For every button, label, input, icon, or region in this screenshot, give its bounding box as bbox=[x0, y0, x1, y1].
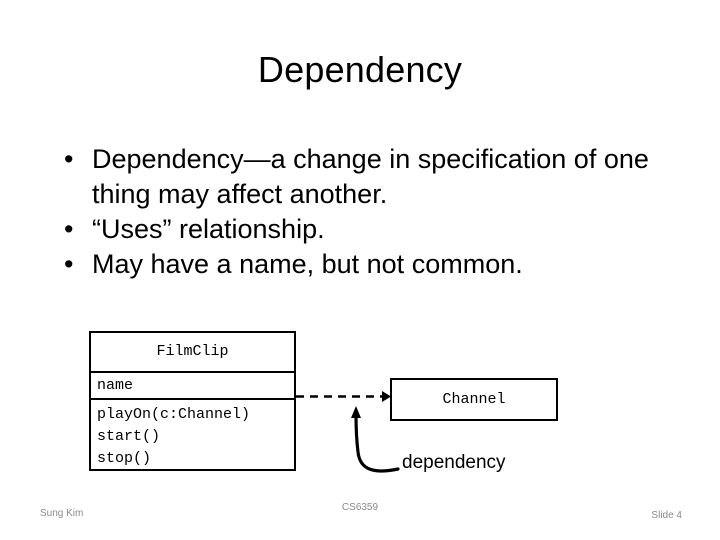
bullet-marker-icon: • bbox=[64, 144, 74, 174]
footer-author: Sung Kim bbox=[40, 508, 84, 519]
uml-operations-compartment: playOn(c:Channel) start() stop() bbox=[91, 400, 294, 470]
footer-course: CS6359 bbox=[341, 502, 379, 513]
page-title: Dependency bbox=[257, 49, 463, 90]
bullet-marker-icon: • bbox=[64, 214, 74, 244]
list-item: • May have a name, but not common. bbox=[52, 247, 672, 282]
list-item: • “Uses” relationship. bbox=[52, 212, 672, 247]
uml-operation: start() bbox=[97, 428, 161, 445]
callout-arrowhead-icon bbox=[351, 406, 361, 418]
bullet-marker-icon: • bbox=[64, 249, 74, 279]
uml-class-name: FilmClip bbox=[156, 343, 229, 360]
uml-operation: playOn(c:Channel) bbox=[97, 406, 251, 423]
bullet-list: • Dependency—a change in specification o… bbox=[52, 142, 672, 282]
uml-operation: stop() bbox=[97, 450, 152, 467]
footer-slide-number: Slide 4 bbox=[651, 510, 682, 521]
uml-class-name-compartment: FilmClip bbox=[91, 333, 294, 373]
uml-attributes-compartment: name bbox=[91, 373, 294, 400]
uml-attribute: name bbox=[97, 376, 134, 394]
uml-class-channel: Channel bbox=[390, 378, 558, 421]
uml-class-name: Channel bbox=[442, 391, 506, 408]
dependency-annotation-label: dependency bbox=[402, 452, 506, 473]
list-item-text: May have a name, but not common. bbox=[92, 249, 523, 279]
list-item-text: Dependency—a change in specification of … bbox=[92, 144, 649, 209]
list-item-text: “Uses” relationship. bbox=[92, 214, 325, 244]
list-item: • Dependency—a change in specification o… bbox=[52, 142, 672, 212]
callout-curve bbox=[354, 412, 400, 473]
uml-class-filmclip: FilmClip name playOn(c:Channel) start() … bbox=[89, 331, 296, 471]
